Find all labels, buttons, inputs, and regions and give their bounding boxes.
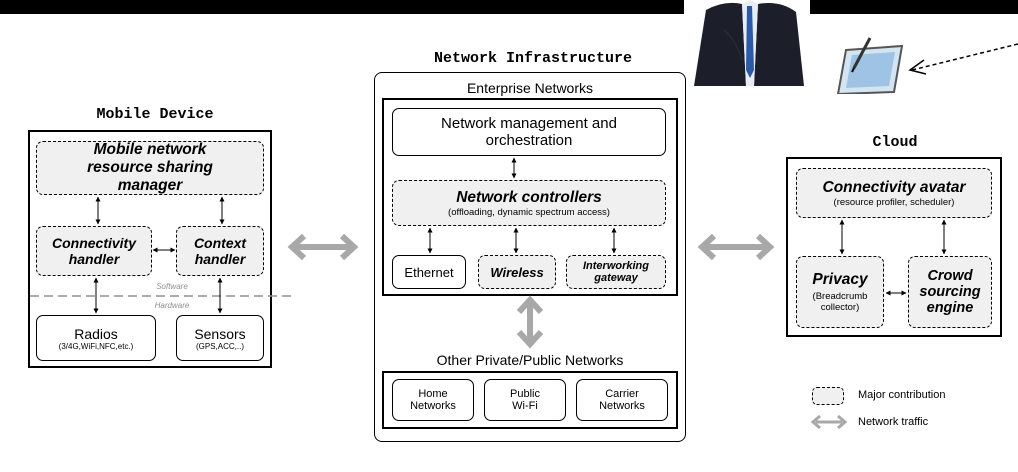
- other-networks-title: Other Private/Public Networks: [436, 352, 624, 368]
- interworking-gateway-box[interactable]: Interworking gateway: [566, 255, 666, 289]
- tablet-icon: [832, 36, 904, 96]
- interworking-gateway-label: Interworking gateway: [582, 260, 649, 284]
- connectivity-avatar-title: Connectivity avatar: [822, 178, 966, 196]
- wireless-box[interactable]: Wireless: [478, 255, 556, 289]
- carrier-networks-box[interactable]: Carrier Networks: [576, 379, 668, 421]
- privacy-box[interactable]: Privacy (Breadcrumb collector): [796, 256, 884, 328]
- sensors-detail: (GPS,ACC,..): [195, 341, 244, 351]
- home-networks-label: Home Networks: [410, 388, 456, 412]
- legend-dashed-box-icon: [812, 387, 844, 405]
- network-management[interactable]: Network management and orchestration: [392, 108, 666, 156]
- mobile-title: Mobile Device: [96, 106, 214, 123]
- resource-sharing-manager-label: Mobile network resource sharing manager: [87, 141, 213, 194]
- person-photo-icon: [684, 0, 810, 87]
- network-controllers-title: Network controllers: [456, 188, 602, 206]
- traffic-arrow-enterprise-other: [516, 295, 544, 349]
- dashed-arrow-to-tablet: [911, 43, 1018, 71]
- software-label: Software: [156, 282, 188, 291]
- dashed-arrow-head: [908, 59, 927, 75]
- sensors-title: Sensors: [194, 325, 246, 342]
- crowd-sourcing-engine[interactable]: Crowd sourcing engine: [908, 256, 992, 328]
- hardware-label: Hardware: [154, 301, 190, 310]
- privacy-detail: (Breadcrumb collector): [812, 291, 868, 313]
- network-controllers-detail: (offloading, dynamic spectrum access): [448, 206, 610, 218]
- radios-detail: (3/4G,WiFi,NFC,etc.): [58, 341, 134, 351]
- cloud-title: Cloud: [872, 134, 918, 151]
- connectivity-avatar[interactable]: Connectivity avatar (resource profiler, …: [796, 168, 992, 218]
- resource-sharing-manager[interactable]: Mobile network resource sharing manager: [36, 141, 264, 195]
- network-controllers[interactable]: Network controllers (offloading, dynamic…: [392, 180, 666, 226]
- wireless-label: Wireless: [490, 264, 544, 280]
- ethernet-label: Ethernet: [404, 264, 454, 280]
- enterprise-title: Enterprise Networks: [466, 80, 594, 96]
- traffic-arrow-infra-cloud: [697, 233, 775, 261]
- connectivity-avatar-detail: (resource profiler, scheduler): [833, 196, 955, 208]
- crowd-sourcing-engine-label: Crowd sourcing engine: [919, 268, 981, 316]
- traffic-arrow-mobile-infra: [287, 233, 359, 261]
- public-wifi-label: Public Wi-Fi: [510, 388, 540, 412]
- radios-box[interactable]: Radios (3/4G,WiFi,NFC,etc.): [36, 315, 156, 361]
- home-networks-box[interactable]: Home Networks: [392, 379, 474, 421]
- legend-traffic-label: Network traffic: [858, 416, 929, 428]
- radios-title: Radios: [74, 325, 118, 342]
- network-management-label: Network management and orchestration: [441, 115, 617, 149]
- legend-major-label: Major contribution: [858, 389, 946, 401]
- privacy-title: Privacy: [812, 271, 868, 288]
- sensors-box[interactable]: Sensors (GPS,ACC,..): [176, 315, 264, 361]
- context-handler-label: Context handler: [193, 235, 247, 267]
- context-handler[interactable]: Context handler: [176, 226, 264, 276]
- carrier-networks-label: Carrier Networks: [599, 388, 645, 412]
- public-wifi-box[interactable]: Public Wi-Fi: [484, 379, 566, 421]
- ethernet-box[interactable]: Ethernet: [392, 255, 466, 289]
- connectivity-handler-label: Connectivity handler: [51, 235, 136, 267]
- infra-title: Network Infrastructure: [433, 50, 633, 67]
- legend-double-arrow-icon: [810, 414, 848, 430]
- connectivity-handler[interactable]: Connectivity handler: [36, 226, 152, 276]
